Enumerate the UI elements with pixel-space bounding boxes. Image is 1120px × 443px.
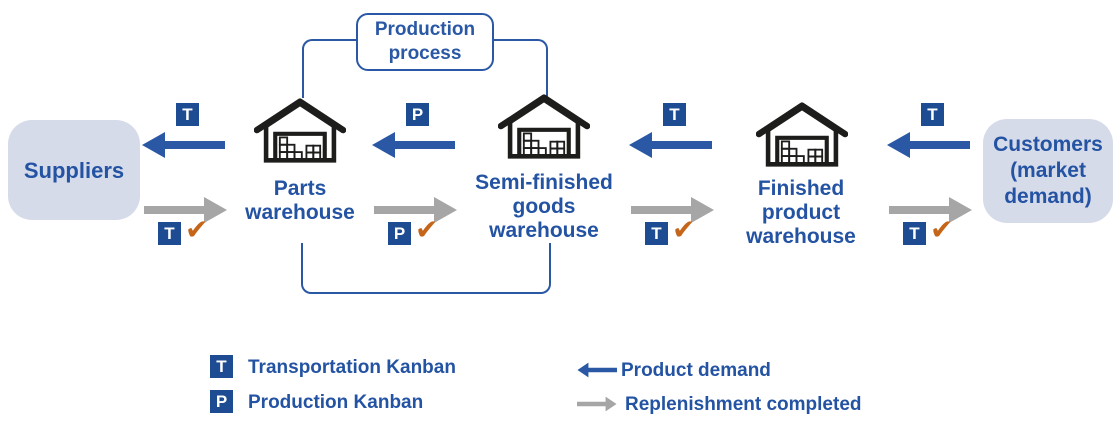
replenishment-arrow (631, 196, 715, 224)
flow-semi-finished: T T ✔ (628, 103, 716, 253)
check-icon: ✔ (415, 214, 439, 245)
parts-warehouse-label: Parts warehouse (245, 177, 355, 224)
flow-finished-customers: T T ✔ (886, 103, 974, 253)
legend-replenishment-arrow-icon (577, 396, 617, 412)
warehouse-bracket-connector (301, 243, 551, 294)
check-icon: ✔ (930, 214, 954, 245)
legend-production-badge: P (210, 390, 233, 413)
production-kanban-badge: P (406, 103, 429, 126)
transportation-kanban-badge: T (645, 222, 668, 245)
product-demand-arrow (141, 131, 225, 159)
product-demand-arrow (628, 131, 712, 159)
replenishment-arrow (889, 196, 973, 224)
check-icon: ✔ (185, 214, 209, 245)
suppliers-label: Suppliers (23, 157, 125, 183)
customers-label: (market (1010, 159, 1086, 182)
warehouse-icon (498, 94, 590, 159)
production-process-label: process (388, 43, 462, 64)
legend-replenishment-label: Replenishment completed (625, 394, 862, 415)
finished-product-warehouse-label: Finished product warehouse (746, 177, 856, 248)
customers-label: Customers (993, 133, 1103, 156)
legend-transportation-label: Transportation Kanban (248, 357, 456, 378)
flow-parts-semi: P P ✔ (371, 103, 459, 253)
production-connector-right (488, 39, 548, 104)
transportation-kanban-badge: T (921, 103, 944, 126)
legend-transportation-badge: T (210, 355, 233, 378)
transportation-kanban-badge: T (158, 222, 181, 245)
transportation-kanban-badge: T (663, 103, 686, 126)
legend-production-label: Production Kanban (248, 392, 424, 413)
flow-suppliers-parts: T T ✔ (141, 103, 229, 253)
transportation-kanban-badge: T (176, 103, 199, 126)
customers-node: Customers (market demand) (983, 119, 1113, 223)
suppliers-node: Suppliers (8, 120, 140, 220)
replenishment-arrow (374, 196, 458, 224)
replenishment-arrow (144, 196, 228, 224)
product-demand-arrow (371, 131, 455, 159)
warehouse-icon (756, 102, 848, 167)
semi-finished-goods-warehouse-label: Semi-finished goods warehouse (475, 171, 613, 242)
customers-label: demand) (1004, 185, 1092, 208)
production-process-box: Production process (356, 13, 494, 71)
legend-demand-arrow-icon (577, 362, 617, 378)
production-process-label: Production (374, 19, 476, 40)
transportation-kanban-badge: T (903, 222, 926, 245)
legend-demand-label: Product demand (621, 360, 771, 381)
production-connector-left (302, 39, 360, 98)
product-demand-arrow (886, 131, 970, 159)
production-kanban-badge: P (388, 222, 411, 245)
check-icon: ✔ (672, 214, 696, 245)
warehouse-icon (254, 98, 346, 163)
